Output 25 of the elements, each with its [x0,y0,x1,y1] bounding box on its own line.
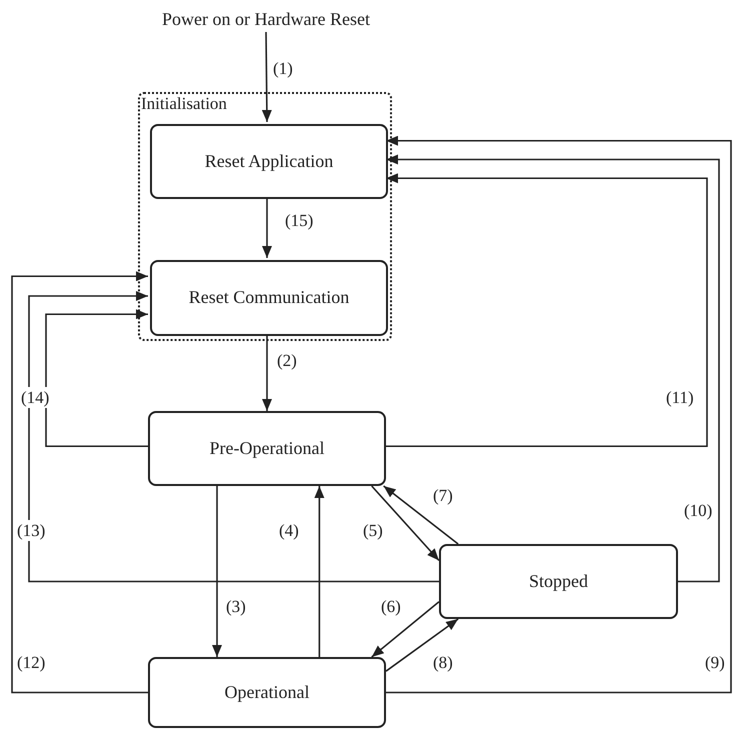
arrow [11,271,148,694]
event-label: Power on or Hardware Reset [150,6,382,32]
arrow [45,309,148,448]
state-box: Stopped [439,544,678,619]
arrow [314,486,324,657]
arrow [371,601,440,658]
state-box: Reset Communication [150,260,388,336]
arrow [386,173,708,448]
arrow [262,334,272,411]
arrow [371,485,440,562]
edge-label: (14) [20,387,50,408]
arrow [386,154,720,582]
arrow [212,486,222,657]
arrow [386,136,732,694]
group-title: Initialisation [141,93,227,114]
state-box: Reset Application [150,124,388,199]
state-box: Operational [148,657,386,728]
arrow [262,197,272,258]
arrow [28,291,439,582]
arrow [386,618,459,672]
arrow [262,32,272,122]
dotted-group-box [138,92,392,341]
state-box: Pre-Operational [148,411,386,486]
edge-label: (13) [16,520,46,542]
arrow [383,485,459,545]
